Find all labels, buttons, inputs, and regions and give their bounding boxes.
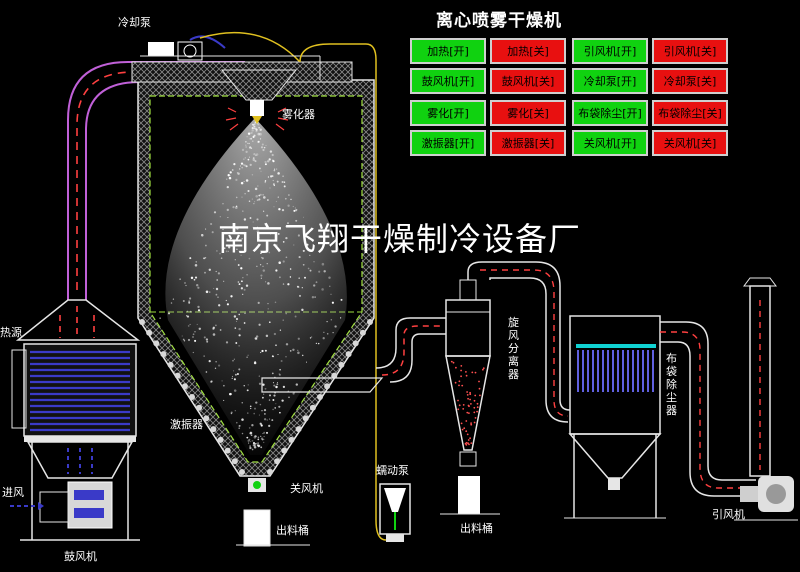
label-peristaltic-pump: 蠕动泵: [376, 464, 409, 477]
cooling-pump-off-button[interactable]: 冷却泵[关]: [652, 68, 728, 94]
drying-tower: [137, 79, 375, 477]
exhaust-duct: [660, 321, 756, 497]
vibrator-off-button[interactable]: 激振器[关]: [490, 130, 566, 156]
atomizer-assembly: [131, 31, 353, 131]
label-cooling-pump: 冷却泵: [118, 16, 151, 29]
bag-filter: [564, 315, 666, 519]
bag-duct: [467, 261, 571, 423]
peristaltic-pump: [379, 483, 411, 542]
cooling-pump-on-button[interactable]: 冷却泵[开]: [572, 68, 648, 94]
label-heat-source: 热源: [0, 326, 22, 339]
induced-fan-on-button[interactable]: 引风机[开]: [572, 38, 648, 64]
cyclone: [440, 279, 500, 515]
blower-on-button[interactable]: 鼓风机[开]: [410, 68, 486, 94]
close-fan-off-button[interactable]: 关风机[关]: [652, 130, 728, 156]
label-atomizer: 雾化器: [282, 108, 315, 121]
bag-filter-on-button[interactable]: 布袋除尘[开]: [572, 100, 648, 126]
vibrator-on-button[interactable]: 激振器[开]: [410, 130, 486, 156]
label-air-inlet: 进风: [2, 486, 24, 499]
page-title: 离心喷雾干燥机: [436, 11, 562, 31]
induced-fan: [734, 277, 798, 521]
label-outlet-bucket-1: 出料桶: [276, 524, 309, 537]
heat-off-button[interactable]: 加热[关]: [490, 38, 566, 64]
induced-fan-off-button[interactable]: 引风机[关]: [652, 38, 728, 64]
label-outlet-bucket-2: 出料桶: [460, 522, 493, 535]
label-induced-fan: 引风机: [712, 508, 745, 521]
label-vibrator: 激振器: [170, 418, 203, 431]
label-close-fan: 关风机: [290, 482, 323, 495]
label-blower: 鼓风机: [64, 550, 97, 563]
bag-filter-off-button[interactable]: 布袋除尘[关]: [652, 100, 728, 126]
feed-line: [299, 43, 387, 541]
label-cyclone: 旋风分离器: [508, 316, 519, 381]
watermark: 南京飞翔干燥制冷设备厂: [218, 220, 582, 258]
label-bag-filter: 布袋除尘器: [666, 352, 677, 417]
atomize-off-button[interactable]: 雾化[关]: [490, 100, 566, 126]
close-fan: [243, 478, 271, 547]
blower: [10, 481, 140, 541]
outlet-duct: [236, 377, 384, 546]
close-fan-on-button[interactable]: 关风机[开]: [572, 130, 648, 156]
heat-on-button[interactable]: 加热[开]: [410, 38, 486, 64]
cyclone-duct: [375, 317, 446, 383]
blower-off-button[interactable]: 鼓风机[关]: [490, 68, 566, 94]
atomize-on-button[interactable]: 雾化[开]: [410, 100, 486, 126]
heater: [11, 299, 141, 540]
